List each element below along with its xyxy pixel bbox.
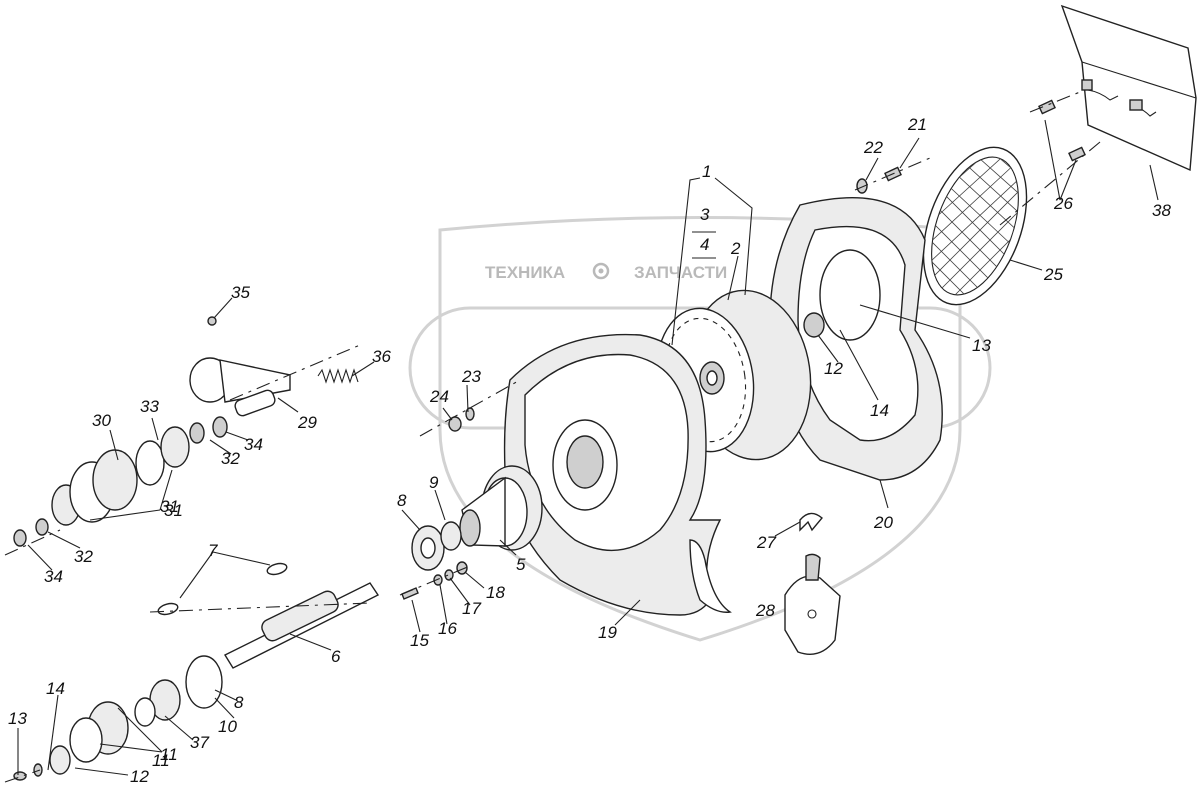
callout-20: 20: [873, 513, 893, 532]
keys-7: [157, 562, 288, 616]
callout-18: 18: [486, 583, 505, 602]
watermark-left-text: ТЕХНИКА: [485, 263, 565, 282]
callout-4: 4: [700, 235, 709, 254]
centerlines: [4, 91, 1101, 783]
callout-31-lower: 31: [164, 501, 183, 520]
callout-30: 30: [92, 411, 111, 430]
guard-plate-38: [1060, 4, 1197, 172]
bearing-stack-lower: [13, 655, 223, 781]
callout-6: 6: [331, 647, 341, 666]
bearing-stack-upper: [13, 416, 228, 547]
callout-33: 33: [140, 397, 159, 416]
callout-1: 1: [702, 162, 711, 181]
callout-36: 36: [372, 347, 391, 366]
mesh-screen-25: [914, 146, 1036, 307]
callout-12-upper: 12: [824, 359, 843, 378]
callout-32-right: 32: [221, 449, 240, 468]
callout-8-lower: 8: [234, 693, 244, 712]
callout-32-left: 32: [74, 547, 93, 566]
callout-5: 5: [516, 555, 526, 574]
watermark-right-text: ЗАПЧАСТИ: [634, 263, 727, 282]
callout-10: 10: [218, 717, 237, 736]
spring-36: [317, 368, 359, 384]
fasteners-right: [448, 99, 1086, 432]
callout-9: 9: [429, 473, 439, 492]
callout-14-lower: 14: [46, 679, 65, 698]
callout-29: 29: [297, 413, 317, 432]
callout-24: 24: [429, 387, 449, 406]
callout-7: 7: [208, 541, 218, 560]
shaft-6: [224, 582, 380, 669]
callout-37: 37: [190, 733, 209, 752]
bearings-8-9: [401, 521, 468, 600]
callout-22: 22: [863, 138, 883, 157]
callout-14-upper: 14: [870, 401, 889, 420]
washer-12: [803, 312, 825, 338]
leader-lines: [17, 119, 1159, 776]
callout-13-upper: 13: [972, 336, 991, 355]
callout-26: 26: [1053, 194, 1073, 213]
lock-plate-28: [784, 512, 841, 655]
callout-13-lower: 13: [8, 709, 27, 728]
cover-opening: [819, 249, 881, 341]
callout-28: 28: [755, 601, 775, 620]
callout-3: 3: [700, 205, 710, 224]
callout-17: 17: [462, 599, 481, 618]
callout-12-lower: 12: [130, 767, 149, 786]
callout-15: 15: [410, 631, 429, 650]
callout-25: 25: [1043, 265, 1063, 284]
callout-21: 21: [907, 115, 927, 134]
callout-19: 19: [598, 623, 617, 642]
callout-34-right: 34: [244, 435, 263, 454]
callout-38: 38: [1152, 201, 1171, 220]
gear-icon: [592, 262, 610, 280]
callout-16: 16: [438, 619, 457, 638]
flange-5: [459, 465, 543, 551]
housing-cover-20: [769, 196, 943, 481]
fan-housing-19: [503, 333, 732, 616]
callout-34-left: 34: [44, 567, 63, 586]
callout-2: 2: [730, 239, 741, 258]
callout-35: 35: [231, 283, 250, 302]
callout-31-upper: 31: [160, 497, 179, 516]
callout-11-lower: 11: [160, 745, 178, 764]
callout-8-upper: 8: [397, 491, 407, 510]
callout-11-upper: 11: [152, 751, 170, 770]
callout-23: 23: [461, 367, 481, 386]
lever-29: [189, 316, 291, 417]
callouts: 1 2 3 4 5 6 7 8 8 9 10 11 31 12 12 13 13…: [8, 115, 1171, 786]
callout-27: 27: [756, 533, 776, 552]
